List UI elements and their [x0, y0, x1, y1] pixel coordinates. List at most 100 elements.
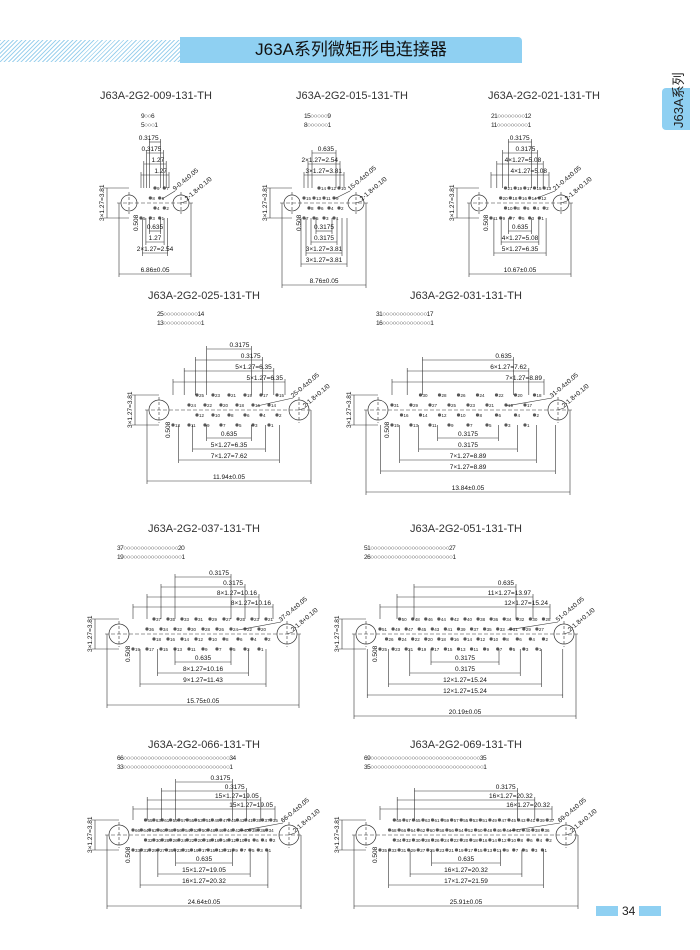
- pin-contact: [153, 206, 157, 210]
- pin-contact: [459, 818, 463, 822]
- pin-number: 6: [240, 637, 243, 642]
- dimension-label: 0.3175: [241, 353, 261, 360]
- pin-number: 23: [470, 403, 476, 408]
- pin-legend-row: 15○○○○○9: [304, 113, 331, 120]
- pin-number: 48: [210, 828, 216, 833]
- pin-number: 11: [191, 423, 196, 428]
- pin-contact: [473, 848, 478, 852]
- pin-number: 30: [191, 627, 197, 632]
- dimension-label: 16×1.27=20.32: [489, 793, 533, 800]
- hole-callout-leader: [563, 631, 571, 635]
- pin-contact: [208, 617, 212, 621]
- pin-number: 47: [408, 627, 414, 632]
- hole-callout-leader: [355, 200, 363, 204]
- drawing-title: J63A-2G2-021-131-TH: [488, 90, 600, 102]
- pin-number: 9: [207, 423, 210, 428]
- pin-number: 15: [210, 848, 216, 853]
- pin-contact: [317, 186, 321, 190]
- pin-contact: [430, 627, 434, 631]
- pin-contact: [478, 838, 482, 842]
- dimension-label: 0.635: [318, 146, 335, 153]
- side-section-tab[interactable]: J63A系列: [662, 72, 690, 130]
- dimension-label: 0.635: [458, 856, 475, 863]
- pin-number: 20: [518, 393, 524, 398]
- pin-contact: [402, 838, 406, 842]
- pin-contact: [177, 838, 181, 842]
- pin-number: 4: [254, 637, 257, 642]
- pin-number: 26: [461, 393, 467, 398]
- pin-number: 14: [223, 838, 229, 843]
- pin-contact: [227, 413, 231, 417]
- pin-contact: [532, 413, 537, 417]
- pin-contact: [450, 617, 454, 621]
- pin-number: 25: [430, 848, 436, 853]
- pin-number: 25: [451, 403, 457, 408]
- pin-contact: [215, 627, 219, 631]
- pin-number: 19: [508, 403, 514, 408]
- pin-number: 7: [306, 216, 309, 221]
- pin-number: 15: [394, 423, 400, 428]
- pin-contact: [521, 848, 525, 852]
- pin-contact: [243, 647, 247, 651]
- pin-legend-row: 5○○○1: [141, 122, 158, 129]
- dimension-label: 9×1.27=11.43: [183, 677, 223, 684]
- offset-dimension-label: 0.508: [165, 421, 172, 438]
- pin-number: 13: [413, 423, 419, 428]
- pin-number: 17: [149, 647, 155, 652]
- pin-contact: [391, 647, 395, 651]
- pin-number: 1: [544, 848, 547, 853]
- pin-number: 17: [527, 186, 533, 191]
- pin-number: 41: [248, 818, 254, 823]
- pin-contact: [257, 647, 261, 651]
- pin-number: 34: [396, 838, 402, 843]
- pin-contact: [437, 413, 442, 417]
- pin-number: 9: [503, 216, 506, 221]
- pin-contact: [416, 848, 420, 852]
- pin-contact: [312, 196, 316, 200]
- pin-callout-leader: [237, 621, 282, 631]
- pin-contact: [189, 828, 194, 832]
- pin-contact: [214, 828, 219, 832]
- pin-number: 29: [526, 627, 532, 632]
- pin-contact: [508, 196, 512, 200]
- pin-contact: [166, 637, 170, 641]
- pin-contact: [463, 637, 467, 641]
- pin-number: 24: [233, 627, 239, 632]
- pin-number: 2: [268, 637, 271, 642]
- pin-contact: [488, 818, 492, 822]
- dimension-label: 0.3175: [211, 775, 231, 782]
- hole-callout-leader: [560, 200, 568, 204]
- pin-number: 14: [532, 196, 538, 201]
- pin-number: 32: [177, 627, 183, 632]
- pin-contact: [532, 393, 537, 397]
- pin-contact: [152, 617, 156, 621]
- pin-contact: [239, 848, 244, 852]
- dimension-label: 0.3175: [314, 224, 334, 231]
- pin-contact: [201, 647, 205, 651]
- pin-contact: [469, 838, 473, 842]
- pin-contact: [489, 637, 493, 641]
- pin-contact: [206, 828, 210, 832]
- hole-callout-leader: [180, 200, 188, 204]
- pin-number: 18: [441, 637, 447, 642]
- pin-number: 18: [206, 838, 212, 843]
- pin-contact: [264, 617, 268, 621]
- pin-contact: [445, 828, 449, 832]
- pin-contact: [223, 828, 227, 832]
- pin-number: 34: [269, 828, 275, 833]
- pin-contact: [526, 838, 530, 842]
- pin-number: 38: [252, 828, 258, 833]
- pin-number: 25: [168, 848, 174, 853]
- pin-number: 17: [468, 848, 474, 853]
- pin-number: 62: [420, 828, 426, 833]
- pin-contact: [483, 828, 487, 832]
- dimension-label: 8×1.27=10.16: [231, 600, 272, 607]
- pin-contact: [202, 818, 206, 822]
- pin-number: 27: [539, 627, 545, 632]
- pin-number: 34: [506, 617, 512, 622]
- pin-number: 13: [460, 647, 466, 652]
- pin-contact: [235, 403, 239, 407]
- pin-contact: [211, 393, 215, 397]
- dimension-label: 7×1.27=7.62: [211, 453, 248, 460]
- pin-contact: [250, 637, 254, 641]
